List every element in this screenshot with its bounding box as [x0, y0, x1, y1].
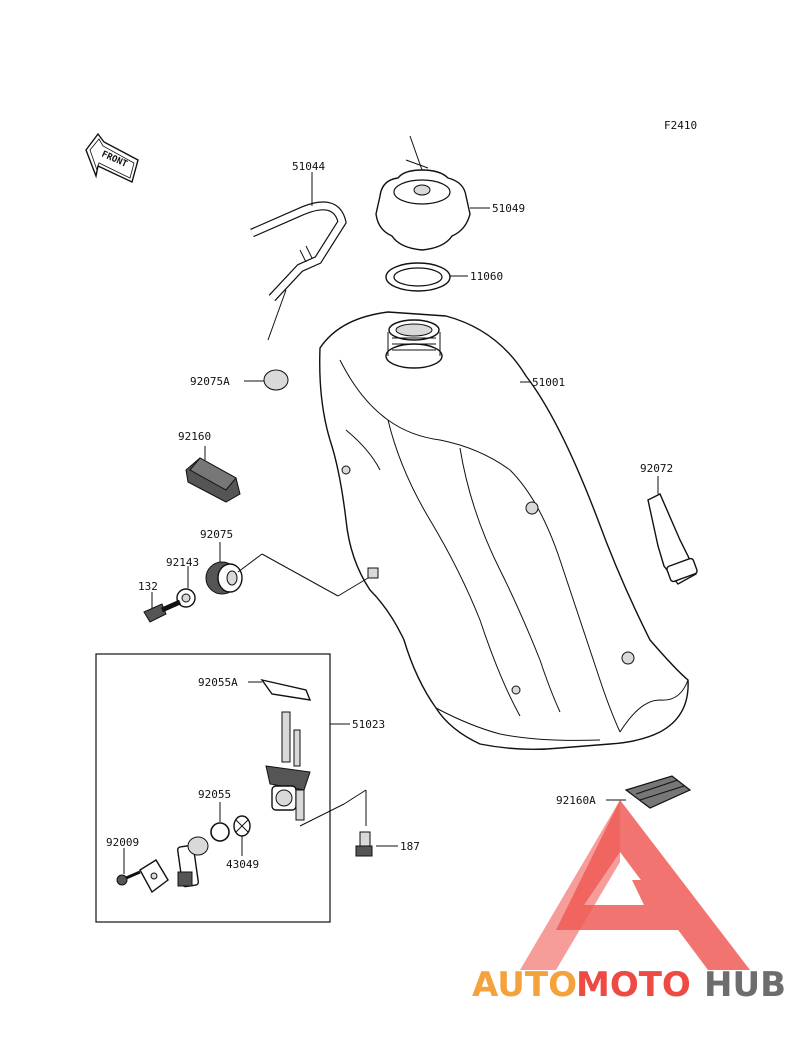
- tap-gasket: [248, 678, 312, 701]
- part-label-92009: 92009: [106, 836, 139, 849]
- front-arrow-icon: FRONT: [85, 132, 139, 183]
- fuel-tap: [265, 711, 367, 827]
- part-label-11060: 11060: [470, 270, 503, 283]
- watermark-text: AUTO MOTO HUB: [472, 965, 786, 1005]
- breather-hose: [250, 172, 347, 341]
- screw-92009: [116, 848, 141, 886]
- part-label-51044: 51044: [292, 160, 325, 173]
- collar: [176, 566, 196, 608]
- watermark-auto: AUTO: [472, 965, 577, 1005]
- part-label-92075A: 92075A: [190, 375, 230, 388]
- tank-strap: [647, 476, 698, 585]
- strainer-43049: [233, 815, 251, 856]
- part-label-187: 187: [400, 840, 420, 853]
- part-label-132: 132: [138, 580, 158, 593]
- damper-pad-a: [606, 775, 692, 809]
- part-label-51023: 51023: [352, 718, 385, 731]
- fuel-tank: [319, 311, 689, 751]
- cap-gasket: [385, 262, 468, 292]
- bolt-132: [143, 592, 182, 623]
- figure-code: F2410: [664, 119, 697, 132]
- part-label-92160: 92160: [178, 430, 211, 443]
- part-label-51001: 51001: [532, 376, 565, 389]
- grommet: [205, 542, 243, 595]
- bolt-187: [355, 831, 398, 857]
- rubber-cap: [244, 369, 289, 391]
- mounting-leader-line: [237, 553, 369, 597]
- o-ring: [210, 802, 230, 842]
- fuel-cap: [375, 135, 490, 251]
- part-label-92055: 92055: [198, 788, 231, 801]
- part-label-92143: 92143: [166, 556, 199, 569]
- tap-plate: [139, 859, 169, 894]
- damper-pad: [185, 446, 241, 503]
- watermark-logo: [520, 800, 750, 970]
- part-label-92072: 92072: [640, 462, 673, 475]
- fuel-tap-group-box: [95, 653, 331, 923]
- tap-lever: [176, 836, 209, 888]
- part-label-43049: 43049: [226, 858, 259, 871]
- part-label-92075: 92075: [200, 528, 233, 541]
- watermark-moto: MOTO: [576, 965, 691, 1005]
- part-label-92160A: 92160A: [556, 794, 596, 807]
- watermark-hub: HUB: [704, 965, 786, 1005]
- part-label-51049: 51049: [492, 202, 525, 215]
- part-label-92055A: 92055A: [198, 676, 238, 689]
